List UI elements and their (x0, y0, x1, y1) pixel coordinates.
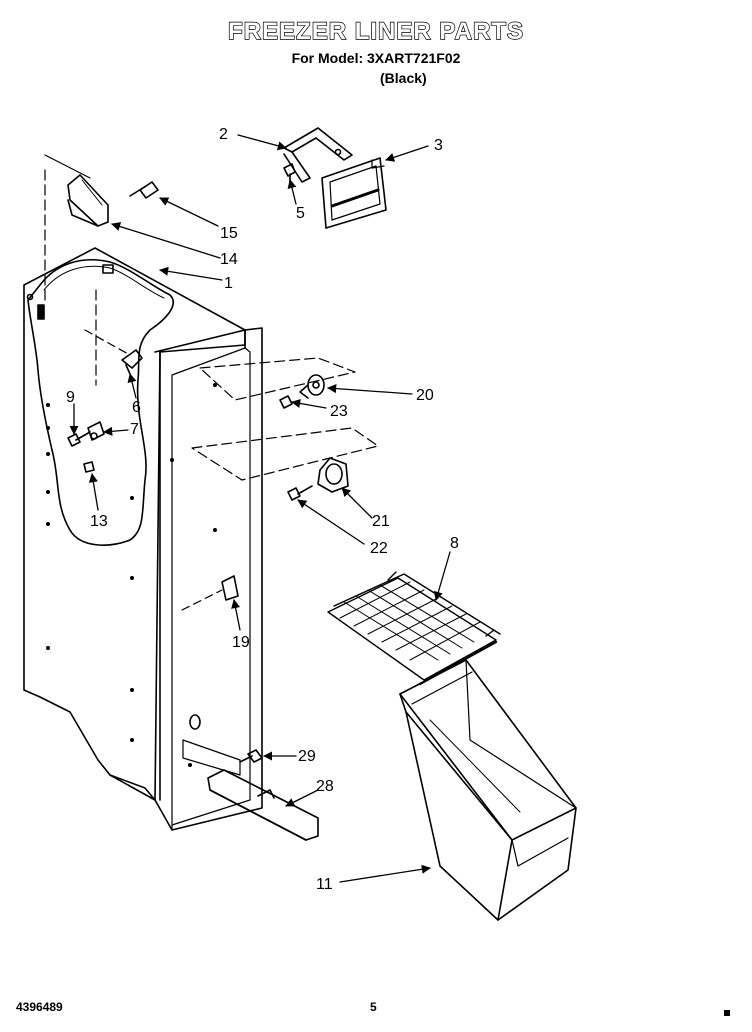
part-6-clip (121, 349, 143, 375)
callout-19: 19 (232, 634, 250, 651)
callout-29: 29 (298, 748, 316, 765)
part-13-screw (83, 461, 95, 473)
leader-lines (69, 134, 451, 883)
callout-2: 2 (219, 126, 228, 143)
doc-number: 4396489 (16, 1000, 63, 1014)
part-9-screw (67, 431, 91, 447)
part-15-screw (129, 181, 159, 199)
callout-labels: 2 3 5 15 14 1 6 7 9 13 19 20 23 21 22 8 … (66, 126, 459, 893)
part-3-cover (321, 157, 387, 229)
part-20-roller (299, 374, 325, 399)
part-8-wire-shelf (327, 571, 501, 686)
part-5-screw (283, 163, 296, 187)
part-11-bin (399, 659, 577, 921)
callout-7: 7 (130, 421, 139, 438)
reference-plane-upper (199, 357, 356, 401)
callout-13: 13 (90, 513, 108, 530)
callout-15: 15 (220, 225, 238, 242)
part-29-screw (239, 749, 263, 763)
part-22-screw (287, 485, 313, 501)
callout-14: 14 (220, 251, 238, 268)
part-2-bracket (283, 127, 353, 183)
callout-1: 1 (224, 275, 233, 292)
part-7-clip (87, 421, 105, 441)
reference-plane-lower (191, 427, 379, 481)
part-14-hinge-bracket (67, 174, 109, 227)
callout-3: 3 (434, 137, 443, 154)
callout-23: 23 (330, 403, 348, 420)
callout-5: 5 (296, 205, 305, 222)
page-number: 5 (370, 1000, 377, 1014)
callout-6: 6 (132, 399, 141, 416)
callout-9: 9 (66, 389, 75, 406)
corner-mark (724, 1010, 730, 1016)
part-21-roller (317, 457, 349, 493)
callout-28: 28 (316, 778, 334, 795)
callout-8: 8 (450, 535, 459, 552)
part-28-rail (207, 769, 319, 841)
callout-20: 20 (416, 387, 434, 404)
callout-22: 22 (370, 540, 388, 557)
model-line: For Model: 3XART721F02 (291, 50, 461, 66)
color-line: (Black) (380, 70, 427, 86)
part-19-clip (181, 575, 239, 611)
part-23-screw (279, 395, 293, 409)
page-title: FREEZER LINER PARTS (227, 17, 524, 45)
callout-21: 21 (372, 513, 390, 530)
callout-11: 11 (316, 876, 333, 893)
